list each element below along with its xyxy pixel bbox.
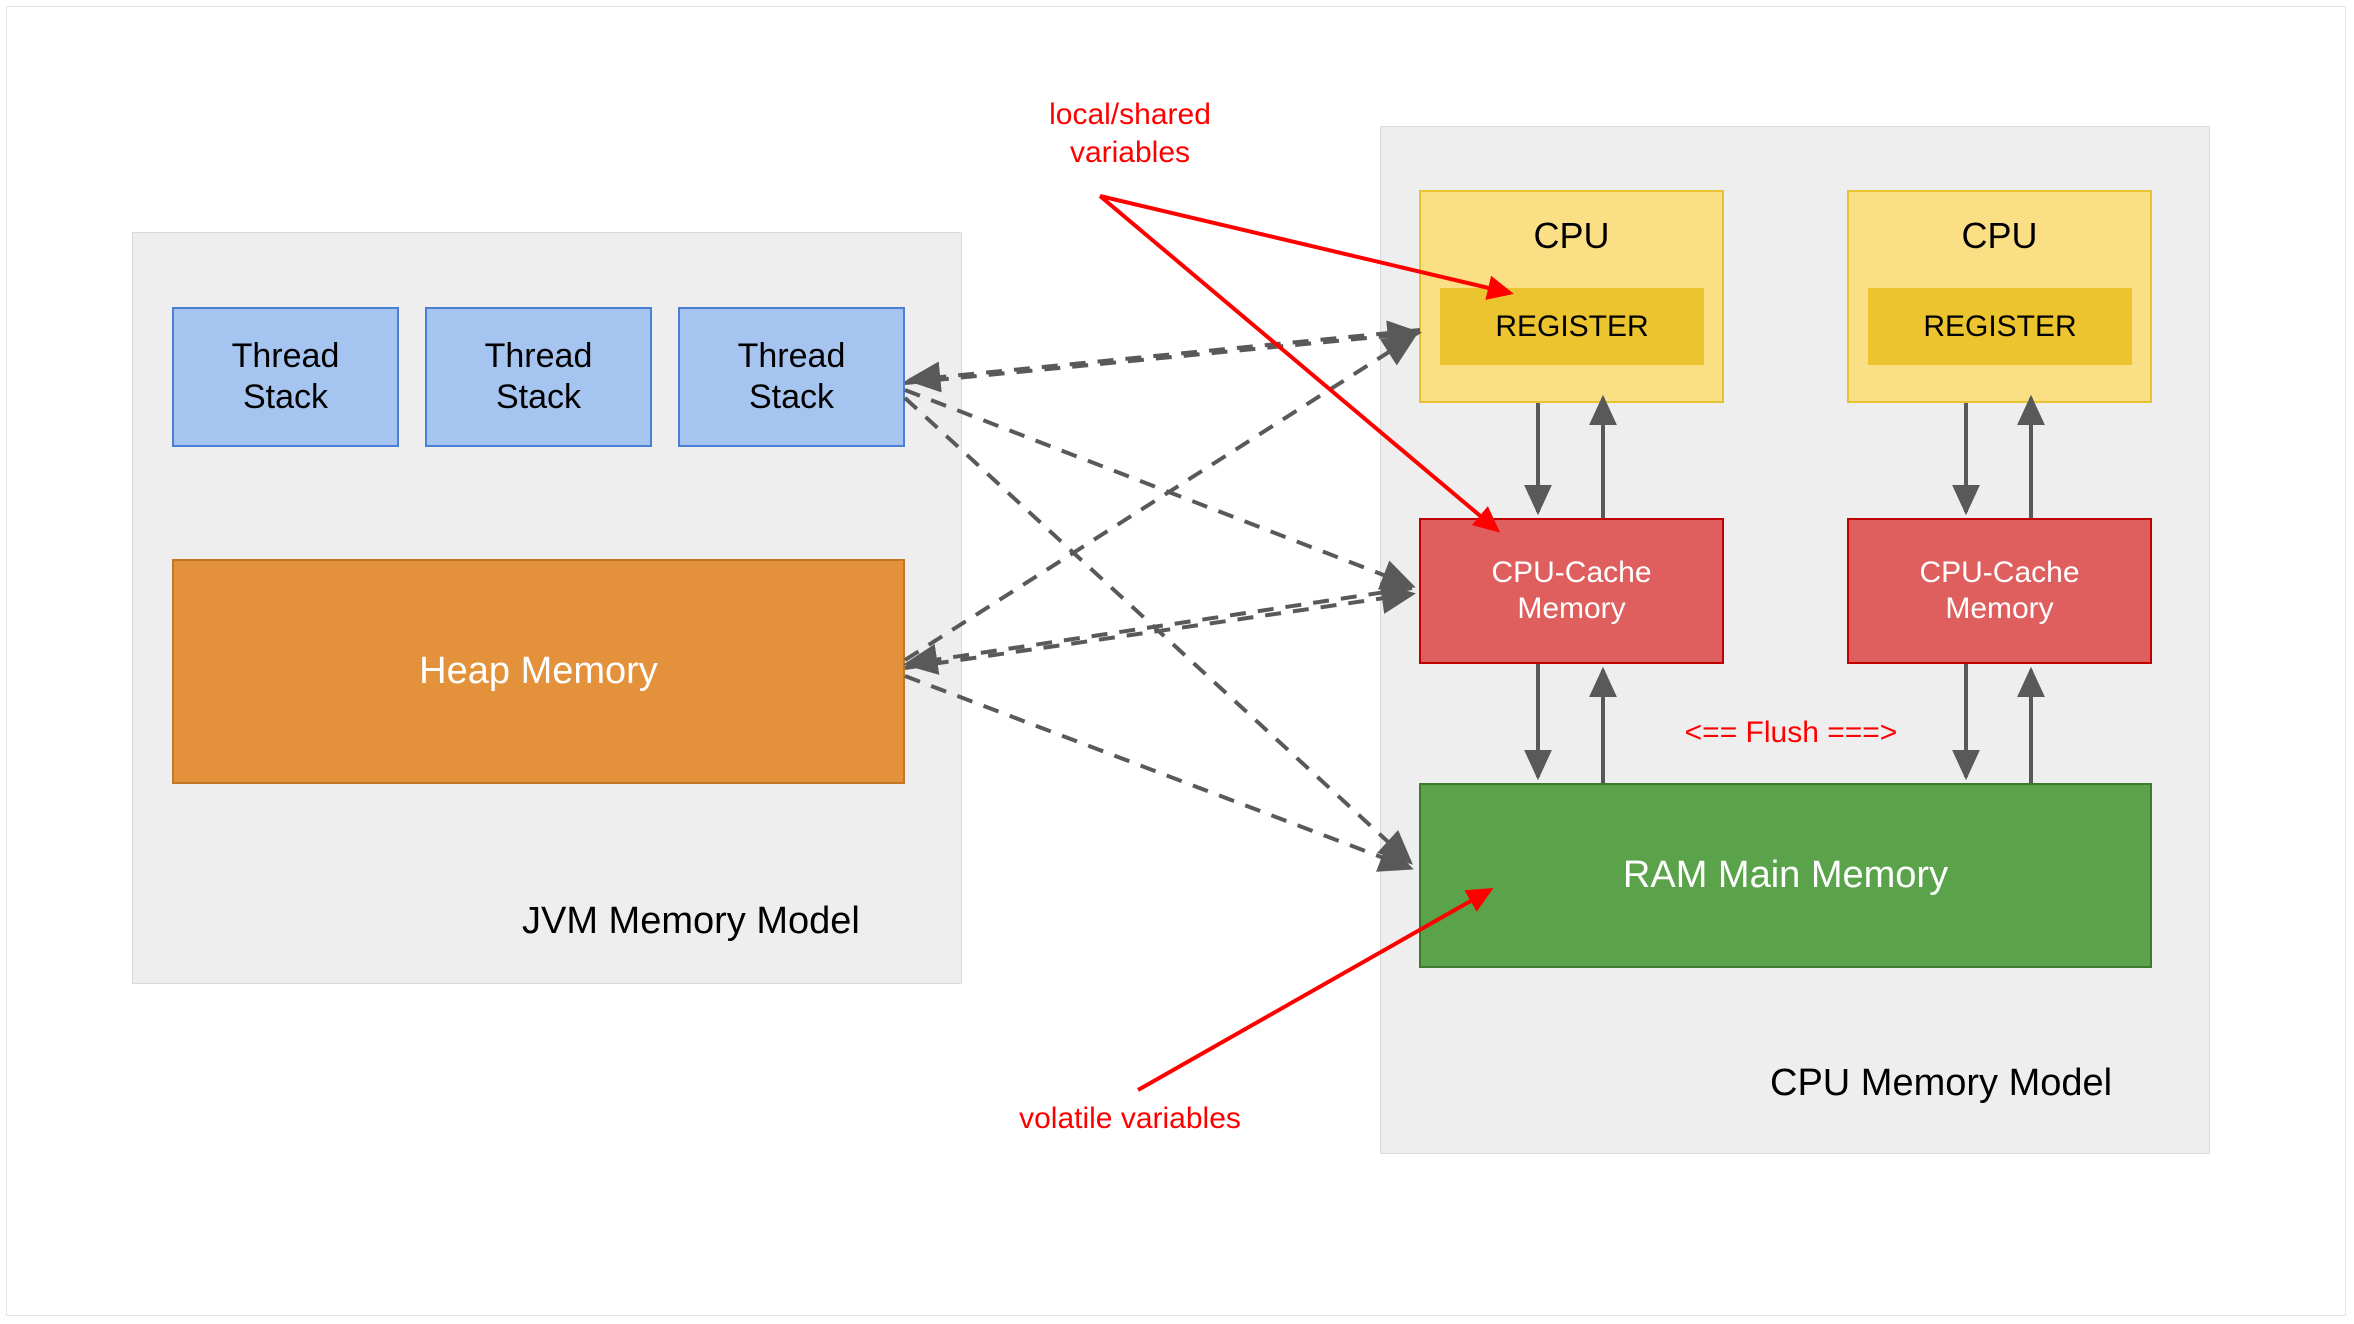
- cpu-label-1: CPU: [1533, 215, 1610, 256]
- register-box-2[interactable]: REGISTER: [1868, 288, 2132, 365]
- register-label-1: REGISTER: [1495, 309, 1649, 343]
- volatile-variables-annotation: volatile variables: [1019, 1102, 1241, 1135]
- ram-main-memory-box[interactable]: RAM Main Memory: [1419, 783, 2152, 968]
- register-box-1[interactable]: REGISTER: [1440, 288, 1704, 365]
- ram-main-memory-label: RAM Main Memory: [1622, 853, 1949, 896]
- cpu-memory-model-label: CPU Memory Model: [1770, 1062, 2113, 1104]
- heap-memory-label: Heap Memory: [419, 649, 658, 692]
- local-shared-variables-annotation: local/shared variables: [1049, 98, 1211, 169]
- flush-label: <== Flush ===>: [1684, 716, 1898, 749]
- jvm-memory-model-label: JVM Memory Model: [522, 900, 860, 942]
- register-label-2: REGISTER: [1923, 309, 2077, 343]
- cpu-label-2: CPU: [1961, 215, 2038, 256]
- heap-memory-box[interactable]: Heap Memory: [172, 559, 905, 784]
